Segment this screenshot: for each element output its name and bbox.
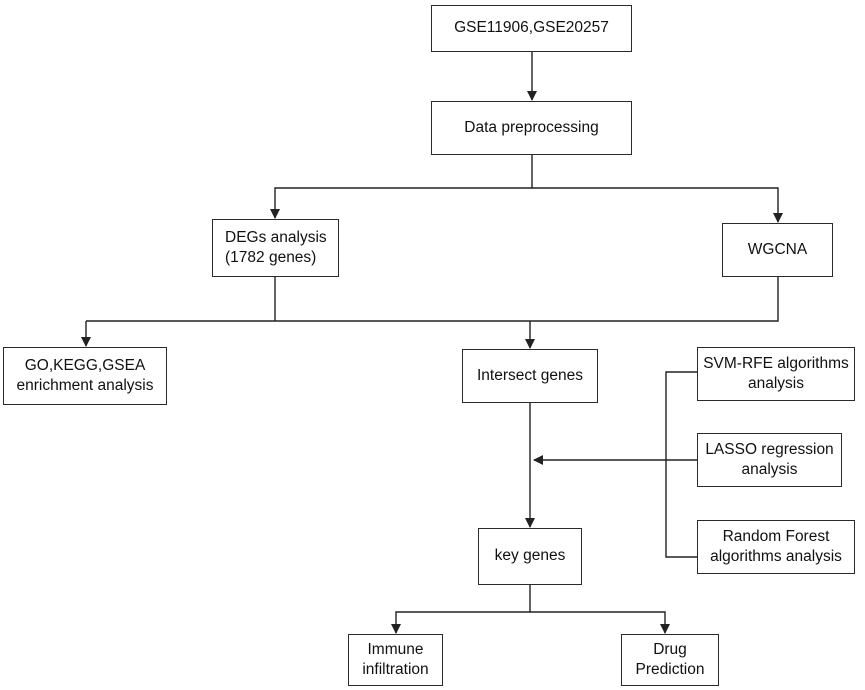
node-drug-prediction: Drug Prediction [621, 634, 719, 686]
node-random-forest-line-2: algorithms analysis [710, 548, 842, 565]
edge-key-to-drug [530, 611, 670, 634]
node-intersect-genes-line-1: Intersect genes [477, 366, 583, 384]
node-data-preprocessing-line-1: Data preprocessing [464, 118, 599, 136]
edge-ml-bracket [665, 371, 697, 558]
node-lasso-regression-line-2: analysis [741, 461, 798, 478]
edge-wgcna-down [86, 277, 779, 322]
node-enrichment-analysis-line-2: enrichment analysis [16, 377, 154, 394]
node-enrichment-analysis-line-1: GO,KEGG,GSEA [24, 356, 146, 374]
edge-preprocessing-to-wgcna [532, 187, 783, 223]
node-drug-prediction-line-2: Prediction [635, 661, 705, 678]
node-immune-infiltration: Immune infiltration [348, 634, 443, 686]
node-random-forest-line-1: Random Forest [722, 527, 830, 545]
node-intersect-genes: Intersect genes [462, 349, 598, 403]
node-lasso-regression-line-1: LASSO regression [705, 440, 834, 458]
node-key-genes-line-1: key genes [494, 547, 566, 565]
node-degs-analysis: DEGs analysis (1782 genes) [212, 219, 339, 277]
node-data-preprocessing: Data preprocessing [431, 101, 632, 155]
node-datasets: GSE11906,GSE20257 [431, 5, 632, 52]
node-random-forest: Random Forest algorithms analysis [697, 520, 855, 574]
node-immune-infiltration-line-1: Immune [367, 640, 424, 658]
node-degs-analysis-line-1: DEGs analysis [225, 228, 327, 246]
node-wgcna-line-1: WGCNA [747, 240, 808, 258]
node-degs-analysis-line-2: (1782 genes) [225, 249, 317, 266]
edge-key-split [391, 585, 531, 634]
node-key-genes: key genes [478, 528, 582, 585]
node-drug-prediction-line-1: Drug [653, 640, 687, 658]
node-svm-rfe: SVM-RFE algorithms analysis [697, 347, 855, 401]
node-wgcna: WGCNA [722, 223, 833, 277]
node-lasso-regression: LASSO regression analysis [697, 433, 842, 487]
node-svm-rfe-line-1: SVM-RFE algorithms [703, 354, 849, 372]
node-svm-rfe-line-2: analysis [748, 375, 804, 392]
node-enrichment-analysis: GO,KEGG,GSEA enrichment analysis [3, 347, 167, 405]
node-datasets-line-1: GSE11906,GSE20257 [454, 19, 609, 37]
node-immune-infiltration-line-2: infiltration [362, 661, 429, 678]
edge-preprocessing-trunk [270, 155, 533, 219]
